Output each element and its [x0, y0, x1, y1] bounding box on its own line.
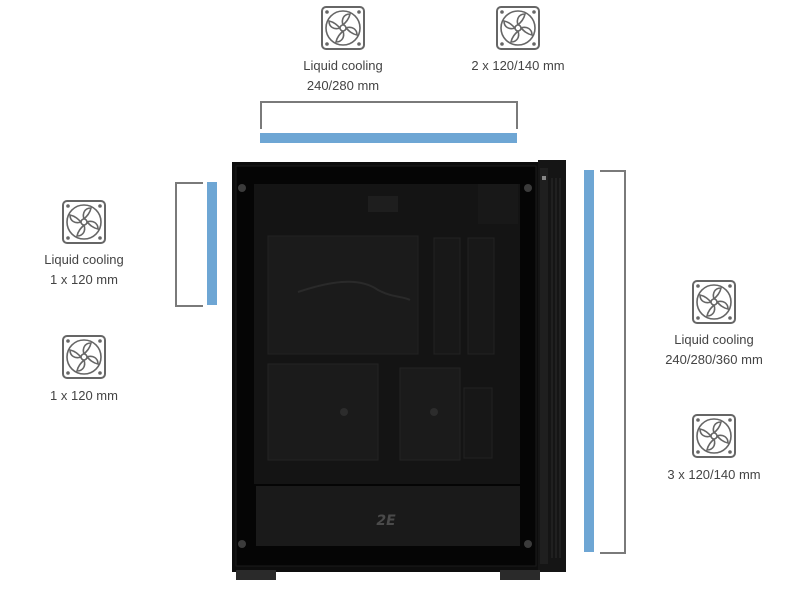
fan-icon [692, 414, 736, 458]
top-left-line1: Liquid cooling [303, 58, 383, 73]
right-lower-label: 3 x 120/140 mm [667, 467, 761, 482]
left-lower-label: 1 x 120 mm [50, 388, 118, 403]
top-left-label: Liquid cooling 240/280 mm [283, 56, 403, 96]
case-logo: 2E [376, 513, 396, 529]
top-radiator-bar [260, 133, 517, 143]
right-upper-label: Liquid cooling 240/280/360 mm [654, 330, 774, 370]
left-bracket [175, 182, 203, 307]
left-upper-line2: 1 x 120 mm [50, 272, 118, 287]
left-upper-label: Liquid cooling 1 x 120 mm [24, 250, 144, 290]
top-left-line2: 240/280 mm [306, 78, 380, 93]
top-right-label: 2 x 120/140 mm [471, 58, 565, 73]
fan-icon [496, 6, 540, 50]
left-upper-line1: Liquid cooling [44, 252, 124, 267]
fan-icon [62, 335, 106, 379]
fan-icon [62, 200, 106, 244]
right-upper-line1: Liquid cooling [674, 332, 754, 347]
right-bracket [600, 170, 626, 554]
fan-icon [692, 280, 736, 324]
front-radiator-bar [207, 182, 217, 305]
power-led [542, 176, 546, 180]
right-upper-line2: 240/280/360 mm [665, 352, 763, 367]
top-bracket [260, 101, 518, 129]
side-radiator-bar [584, 170, 594, 552]
fan-icon [321, 6, 365, 50]
pc-case: 2E [232, 160, 566, 580]
